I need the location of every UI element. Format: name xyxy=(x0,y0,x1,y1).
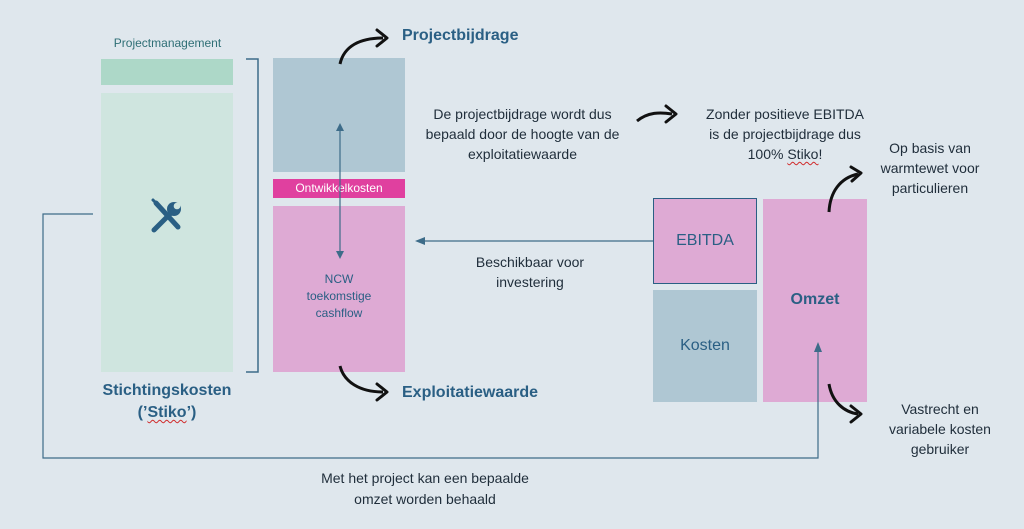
exploitatiewaarde-label: Exploitatiewaarde xyxy=(402,384,539,401)
vastrecht-line1: Vastrecht en xyxy=(901,401,979,417)
stichtingskosten-label: Stichtingskosten (’Stiko’) xyxy=(82,380,252,424)
op-basis-line1: Op basis van xyxy=(889,140,971,156)
op-basis-line3: particulieren xyxy=(891,180,969,196)
stiko-open: (’ xyxy=(137,404,148,421)
bracket xyxy=(246,58,259,373)
omzet-down-arrow xyxy=(827,383,859,416)
ncw-line2: toekomstige xyxy=(306,289,372,303)
beschikbaar-line2: investering xyxy=(496,274,564,290)
stichtingskosten-title: Stichtingskosten xyxy=(102,382,232,399)
ncw-label: NCW toekomstige cashflow xyxy=(273,271,405,322)
beschikbaar-text: Beschikbaar voor investering xyxy=(455,252,605,292)
ncw-arrowhead-down xyxy=(336,251,344,259)
ncw-line3: cashflow xyxy=(315,306,363,320)
stiko-to-omzet-line xyxy=(42,213,819,459)
ncw-arrowhead-up xyxy=(336,123,344,131)
vastrecht-line3: gebruiker xyxy=(910,441,970,457)
ontwikkelkosten-block: Ontwikkelkosten xyxy=(273,179,405,198)
projectbijdrage-arrow xyxy=(338,36,384,65)
projectbijdrage-block xyxy=(273,58,405,172)
zonder-line1: Zonder positieve EBITDA xyxy=(706,106,864,122)
tools-icon xyxy=(148,197,186,235)
ncw-block xyxy=(273,206,405,372)
projectbijdrage-label: Projectbijdrage xyxy=(402,27,519,44)
explanation-text: De projectbijdrage wordt dus bepaald doo… xyxy=(400,104,645,164)
stiko-word: Stiko xyxy=(147,404,187,421)
omzet-label: Omzet xyxy=(790,291,840,308)
omzet-block xyxy=(763,199,867,402)
op-basis-line2: warmtewet voor xyxy=(880,160,980,176)
ncw-line1: NCW xyxy=(324,272,354,286)
met-project-text: Met het project kan een bepaalde omzet w… xyxy=(280,468,570,510)
zonder-line3-pre: 100% xyxy=(747,146,788,162)
met-project-line2: omzet worden behaald xyxy=(354,491,496,507)
explanation-to-zonder-arrow xyxy=(636,111,673,123)
exploitatiewaarde-arrow xyxy=(338,365,384,394)
omzet-up-arrow xyxy=(827,172,859,213)
explanation-line3: exploitatiewaarde xyxy=(468,146,577,162)
vastrecht-text: Vastrecht en variabele kosten gebruiker xyxy=(865,399,1015,459)
kosten-block: Kosten xyxy=(653,290,757,402)
op-basis-text: Op basis van warmtewet voor particuliere… xyxy=(860,138,1000,198)
ebitda-block: EBITDA xyxy=(653,198,757,284)
met-project-line1: Met het project kan een bepaalde xyxy=(321,470,529,486)
projectmanagement-label: Projectmanagement xyxy=(113,36,222,50)
projectmanagement-block xyxy=(101,59,233,85)
stichtingskosten-block xyxy=(101,93,233,372)
zonder-line3-post: ! xyxy=(818,146,823,162)
vastrecht-line2: variabele kosten xyxy=(889,421,991,437)
zonder-line3-word: Stiko xyxy=(787,146,819,162)
explanation-line2: bepaald door de hoogte van de xyxy=(425,126,620,142)
zonder-line3: 100% Stiko! xyxy=(680,144,890,164)
beschikbaar-line1: Beschikbaar voor xyxy=(475,254,585,270)
zonder-line2: is de projectbijdrage dus xyxy=(709,126,861,142)
stiko-close: ’) xyxy=(186,404,197,421)
stiko-subtitle: (’Stiko’) xyxy=(82,402,252,424)
explanation-line1: De projectbijdrage wordt dus xyxy=(433,106,612,122)
zonder-ebitda-text: Zonder positieve EBITDA is de projectbij… xyxy=(680,104,890,164)
